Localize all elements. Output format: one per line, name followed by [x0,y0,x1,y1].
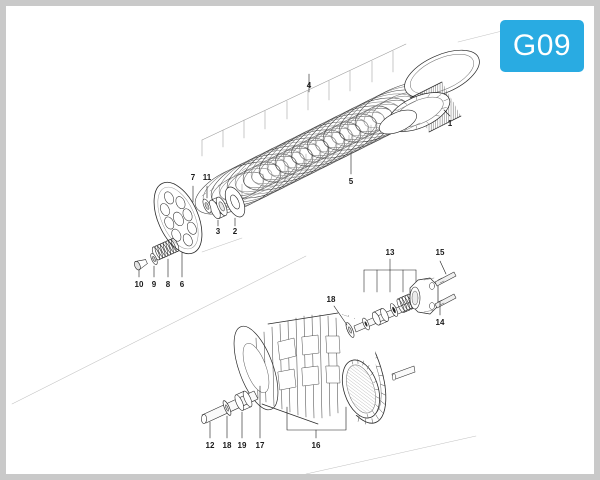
bracket-4 [201,43,407,157]
callout-7: 7 [190,173,196,182]
callout-16: 16 [311,441,321,450]
exploded-diagram-drawing [11,27,515,474]
part-13-group [362,293,416,331]
callout-6: 6 [179,280,185,289]
callout-2: 2 [232,227,238,236]
part-10-bolt [134,259,148,271]
callout-1: 1 [447,119,453,128]
callout-18: 18 [222,441,232,450]
callout-17: 17 [255,441,265,450]
part-16-clutch-hub [341,359,416,419]
callout-4: 4 [306,81,312,90]
callout-12: 12 [205,441,215,450]
part-6-pressure-plate [153,181,203,255]
leader-15 [439,260,447,275]
part-15-screw [434,271,457,287]
diagram-canvas: 1 2 3 4 5 6 7 8 9 10 11 12 13 14 15 16 1… [6,6,594,474]
leader-1 [443,109,451,117]
section-badge: G09 [500,20,584,72]
callout-14: 14 [435,318,445,327]
callout-11: 11 [202,173,212,182]
part-18-washer-upper [345,322,355,338]
callout-18-upper: 18 [326,295,336,304]
callout-5: 5 [348,177,354,186]
part-9-spring-seat [150,253,158,265]
callout-13: 13 [385,248,395,257]
callout-9: 9 [151,280,157,289]
bracket-16 [286,406,347,439]
release-cylinder-housing [409,277,439,315]
part-11-bearing [202,198,212,214]
callout-8: 8 [165,280,171,289]
plate-teeth [201,137,295,197]
part-2-thrust-washer [224,186,246,218]
callout-3: 3 [215,227,221,236]
bracket-13 [363,258,417,293]
part-19-spacer [234,390,253,411]
part-8-clutch-spring [151,238,180,261]
callout-10: 10 [134,280,144,289]
part-1-clutch-housing [379,49,480,135]
callout-19: 19 [237,441,247,450]
part-18-washer-lower [222,400,232,416]
leader-18-upper [333,305,348,326]
callout-15: 15 [435,248,445,257]
